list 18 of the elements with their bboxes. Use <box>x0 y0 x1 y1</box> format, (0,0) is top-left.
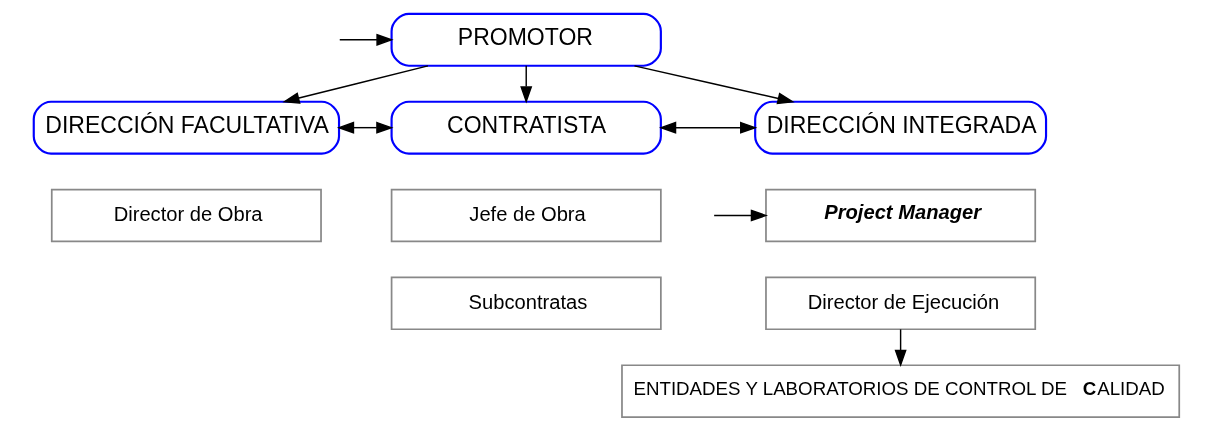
node-box: Director de Obra <box>50 188 322 243</box>
arrow <box>339 33 394 46</box>
arrow <box>336 121 394 134</box>
arrow <box>633 65 795 105</box>
node-box: Subcontratas <box>390 276 662 331</box>
arrow <box>520 65 533 104</box>
node-box: Project Manager <box>765 188 1037 243</box>
node-box: DIRECCIÓN INTEGRADA <box>754 100 1048 155</box>
node-box: PROMOTOR <box>390 12 662 67</box>
arrow <box>713 209 769 222</box>
node-box: Jefe de Obra <box>390 188 662 243</box>
node-box: CONTRATISTA <box>390 100 662 155</box>
node-box: ENTIDADES Y LABORATORIOS DE CONTROL DE CALIDAD <box>621 364 1181 418</box>
arrow <box>894 328 907 368</box>
arrow <box>658 121 758 134</box>
node-box: Director de Ejecución <box>765 276 1037 331</box>
node-box: DIRECCIÓN FACULTATIVA <box>32 100 341 155</box>
arrow <box>282 65 429 104</box>
